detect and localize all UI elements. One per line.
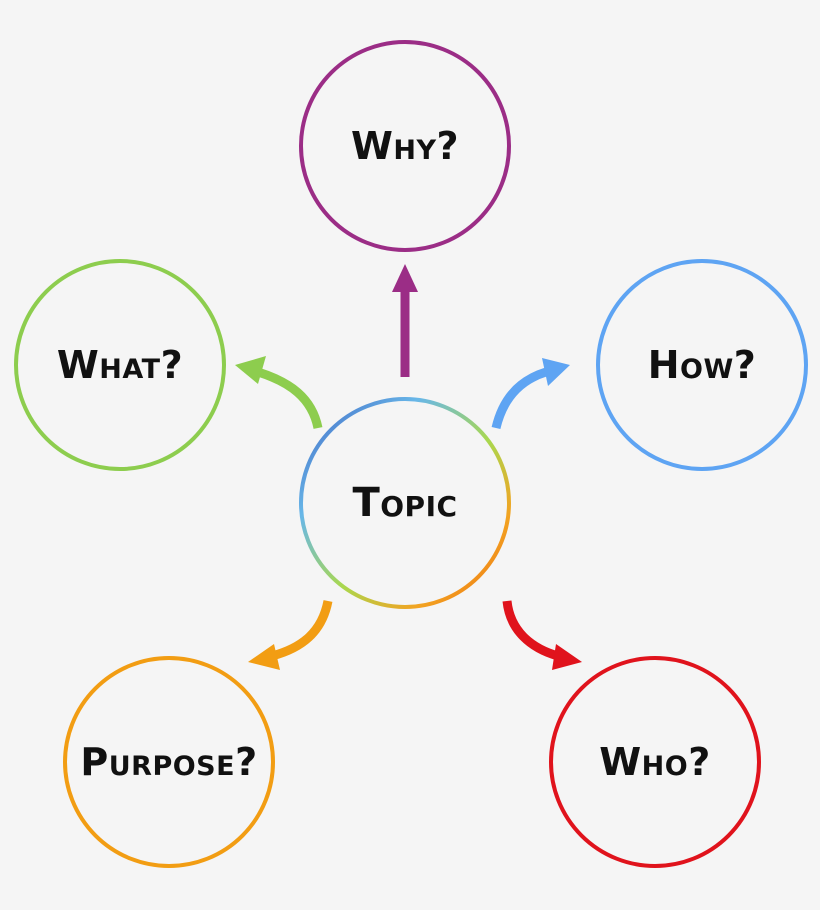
node-who-circle [549, 656, 761, 868]
arrow-how-head [542, 358, 570, 386]
node-what: What? [14, 259, 226, 471]
node-how-circle [596, 259, 808, 471]
arrow-to-how [491, 358, 570, 430]
arrow-why-head [392, 264, 418, 292]
node-purpose: Purpose? [63, 656, 275, 868]
arrow-who-head [552, 644, 582, 670]
arrow-to-purpose [248, 599, 333, 670]
arrow-purpose-head [248, 644, 280, 670]
arrow-purpose-shaft [270, 599, 333, 661]
node-who-label: Who? [599, 740, 711, 784]
node-topic-label: Topic [352, 480, 457, 526]
node-why-label: Why? [351, 124, 459, 168]
node-purpose-circle [63, 656, 275, 868]
node-how: How? [596, 259, 808, 471]
node-topic: Topic [299, 397, 511, 609]
node-who: Who? [549, 656, 761, 868]
arrow-to-what [235, 356, 323, 430]
arrow-what-head [235, 356, 266, 384]
node-how-label: How? [648, 343, 757, 387]
node-topic-circle [299, 397, 511, 609]
node-purpose-label: Purpose? [80, 740, 257, 784]
arrow-to-who [502, 600, 582, 670]
node-what-circle [14, 259, 226, 471]
arrow-what-shaft [256, 367, 323, 430]
arrow-to-why [392, 264, 418, 377]
node-what-label: What? [57, 343, 183, 387]
node-why: Why? [299, 40, 511, 252]
arrow-how-shaft [491, 367, 548, 430]
node-why-circle [299, 40, 511, 252]
arrow-who-shaft [502, 600, 560, 661]
